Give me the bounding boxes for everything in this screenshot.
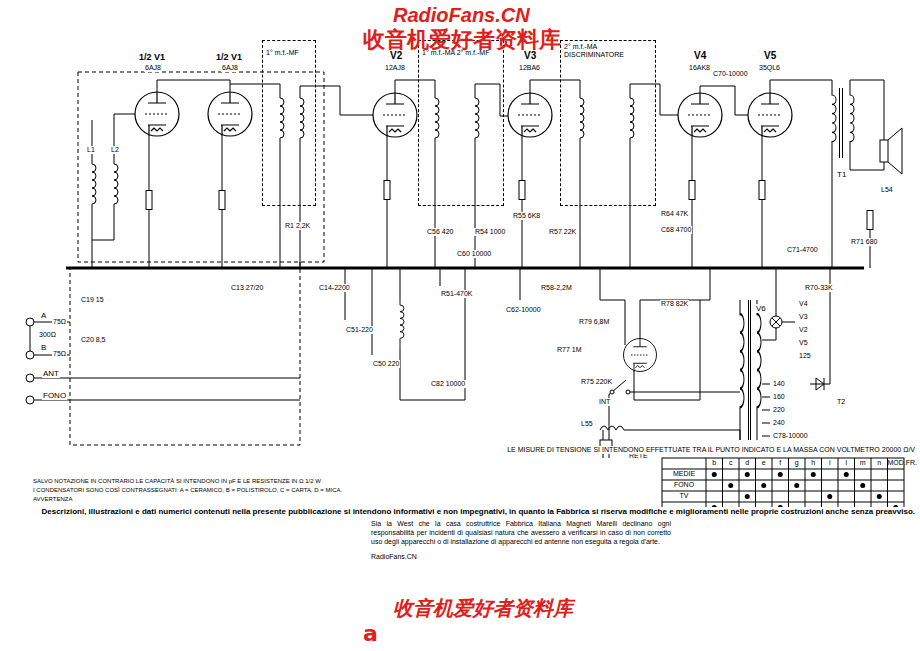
component-label: C13 27/20: [230, 284, 264, 292]
table-cell: MEDIE: [663, 470, 705, 478]
tube-type: 35QL6: [758, 64, 781, 72]
component-label: C62-10000: [505, 306, 542, 314]
tube-type: 12BA6: [518, 64, 541, 72]
tube-label: V2: [389, 50, 403, 62]
component-label: C51-220: [345, 326, 374, 334]
component-label: C50 220: [372, 360, 400, 368]
table-cell: b: [706, 459, 723, 467]
terminal-label: ANT: [42, 369, 60, 378]
table-cell: l: [838, 459, 855, 467]
component-label: R75 220K: [580, 378, 613, 386]
terminal-label: 75Ω: [52, 318, 67, 326]
note-text: RadioFans.CN: [370, 553, 672, 562]
component-label: R64 47K: [660, 210, 689, 218]
tube-label: 1/2 V1: [138, 52, 166, 62]
component-label: R57 22K: [548, 228, 577, 236]
table-cell: f: [772, 459, 789, 467]
component-label: C71-4700: [786, 246, 819, 254]
component-label: LE MISURE DI TENSIONE SI INTENDONO EFFET…: [506, 446, 916, 454]
watermark: a: [362, 621, 379, 646]
table-cell: e: [756, 459, 773, 467]
component-label: R79 6,8M: [578, 318, 610, 326]
if-transformer-can: 1° m.f.-MA 2° m.f.-MF: [418, 40, 504, 206]
component-label: L1: [86, 146, 96, 154]
terminal-label: B: [40, 343, 47, 352]
tube-type: 16AK8: [688, 64, 711, 72]
component-label: L55: [580, 420, 594, 428]
tube-label: V4: [693, 50, 707, 62]
component-label: R77 1M: [556, 346, 583, 354]
terminal-label: 75Ω: [52, 350, 67, 358]
lamp-label: V6: [755, 304, 767, 313]
terminal-label: 300Ω: [38, 331, 57, 339]
note-heading: Descrizioni, illustrazioni e dati numeri…: [40, 507, 916, 516]
table-cell: m: [855, 459, 872, 467]
voltage-tap: 160: [772, 393, 786, 401]
heater-label: V5: [798, 339, 809, 347]
voltage-tap: 240: [772, 419, 786, 427]
tube-label: V5: [763, 50, 777, 62]
tube-type: 12AJ8: [384, 64, 406, 72]
component-label: C68 4700: [660, 226, 692, 234]
table-cell: c: [723, 459, 740, 467]
component-label: C14-2200: [318, 284, 351, 292]
table-cell: FONO: [663, 481, 705, 489]
watermark: 收音机爱好者资料库: [362, 27, 562, 52]
table-cell: TV: [663, 492, 705, 500]
if-transformer-can: 2° m.f.-MA DISCRIMINATORE: [560, 40, 656, 206]
component-label: C20 8,5: [80, 336, 107, 344]
if-transformer-can: 1° m.f.-MF: [262, 40, 316, 206]
component-label: L54: [880, 186, 894, 194]
tube-label: V3: [523, 50, 537, 62]
component-label: L2: [110, 146, 120, 154]
component-label: R70-33K: [804, 284, 834, 292]
component-label: C56 420: [426, 228, 454, 236]
component-label: R54 1000: [474, 228, 506, 236]
table-cell: i: [822, 459, 839, 467]
terminal-label: FONO: [42, 391, 67, 400]
can-label: 1° m.f.-MF: [264, 48, 301, 58]
component-label: T1: [836, 170, 847, 179]
watermark: 收音机爱好者资料库: [392, 597, 574, 620]
component-label: R51-470K: [440, 290, 474, 298]
note-text: SALVO NOTAZIONE IN CONTRARIO LE CAPACITÀ…: [32, 478, 322, 485]
component-label: R55 6K8: [512, 212, 541, 220]
component-label: C60 10000: [456, 250, 492, 258]
voltage-tap: C78-10000: [772, 432, 809, 440]
table-cell: n: [871, 459, 888, 467]
voltage-tap: 220: [772, 406, 786, 414]
can-label: 2° m.f.-MA DISCRIMINATORE: [562, 42, 654, 60]
note-text: I CONDENSATORI SONO COSÌ CONTRASSEGNATI:…: [32, 487, 343, 494]
note-text: Sia la West che la casa costruttrice Fab…: [370, 520, 672, 546]
tube-type: 6AJ8: [144, 64, 162, 72]
table-cell: g: [789, 459, 806, 467]
watermark: RadioFans.CN: [392, 4, 531, 27]
component-label: C19 15: [80, 296, 105, 304]
component-label: R78 82K: [660, 300, 689, 308]
voltage-tap: 140: [772, 380, 786, 388]
tube-label: 1/2 V1: [215, 52, 243, 62]
table-cell: h: [805, 459, 822, 467]
heater-label: V2: [798, 326, 809, 334]
heater-label: V4: [798, 300, 809, 308]
component-label: C82 10000: [430, 380, 466, 388]
switch-label: INT: [598, 398, 611, 406]
heater-label: 125: [798, 352, 812, 360]
note-text: AVVERTENZA: [32, 496, 73, 503]
component-label: R71 680: [850, 238, 878, 246]
component-label: T2: [836, 398, 846, 406]
component-label: C70-10000: [712, 70, 749, 78]
component-label: R1 2,2K: [284, 222, 311, 230]
tube-type: 6AJ8: [221, 64, 239, 72]
table-cell: d: [739, 459, 756, 467]
table-cell: MOD.FR.: [888, 459, 905, 467]
terminal-label: A: [40, 311, 47, 320]
heater-label: V3: [798, 313, 809, 321]
component-label: R58-2,2M: [540, 284, 573, 292]
